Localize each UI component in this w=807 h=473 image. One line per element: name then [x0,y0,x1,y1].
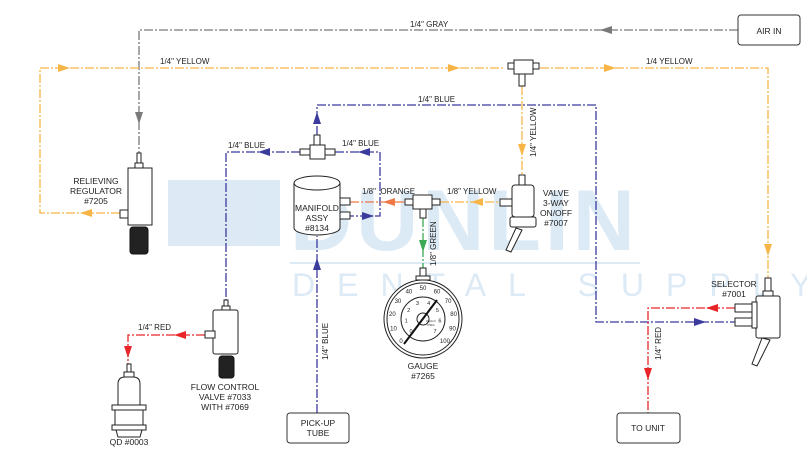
svg-text:DENTAL SUPPLY: DENTAL SUPPLY [292,267,807,303]
three-way-valve: VALVE 3-WAY ON/OFF #7007 [499,174,572,253]
svg-text:VALVE: VALVE [543,188,569,198]
gauge-tick-outer_scale: 40 [406,289,413,295]
svg-text:ASSY: ASSY [306,213,329,223]
svg-text:AIR IN: AIR IN [756,26,781,36]
svg-text:QD #0003: QD #0003 [110,437,149,447]
svg-text:VALVE #7033: VALVE #7033 [199,392,251,402]
pickup-tube-box: PICK-UP TUBE [286,412,350,444]
svg-text:WITH #7069: WITH #7069 [201,402,249,412]
svg-text:RELIEVING: RELIEVING [73,176,118,186]
yellow-small-line [440,198,500,206]
gauge-tick-outer_scale: 70 [445,299,452,305]
flow-control-valve: FLOW CONTROL VALVE #7033 WITH #7069 [191,299,260,412]
svg-text:TO UNIT: TO UNIT [631,423,665,433]
gauge-tick-outer_scale: 30 [395,299,402,305]
svg-text:REGULATOR: REGULATOR [70,186,122,196]
svg-text:TUBE: TUBE [307,428,330,438]
svg-text:PICK-UP: PICK-UP [301,418,336,428]
gauge-tick-inner_scale: 1 [405,319,408,325]
air-in-box: AIR IN [737,14,801,46]
gauge-tick-outer_scale: 90 [449,327,456,333]
gauge-tick-inner_scale: 2 [407,308,410,314]
gauge-tick-inner_scale: 6 [438,319,441,325]
svg-text:#8134: #8134 [305,223,329,233]
svg-text:#7205: #7205 [84,196,108,206]
svg-text:DUNLIN: DUNLIN [290,173,639,269]
tee-fitting-blue [299,134,336,160]
svg-text:Kg/cm²: Kg/cm² [426,319,436,323]
gauge-tick-inner_scale: 7 [433,329,436,335]
blue-lines [225,104,735,413]
svg-text:#7001: #7001 [722,289,746,299]
manifold-assembly: MANIFOLD ASSY #8134 [293,175,351,236]
gauge-tick-inner_scale: 4 [427,301,430,307]
selector-valve: SELECTOR #7001 [711,277,781,367]
label-red-right: 1/4" RED [654,327,663,360]
gauge-tick-outer_scale: 50 [420,286,427,292]
label-gray: 1/4" GRAY [410,20,449,29]
yellow-main-line [39,64,772,278]
svg-text:GAUGE: GAUGE [408,361,439,371]
label-blue-top: 1/4" BLUE [418,95,455,104]
quick-disconnect: QD #0003 [110,363,149,447]
gauge-tick-inner_scale: 0 [409,329,412,335]
gauge-tick-inner_scale: 5 [436,308,439,314]
svg-text:#7265: #7265 [411,371,435,381]
svg-text:PSIG: PSIG [427,323,435,327]
gauge-needle [403,299,438,345]
tee-fitting-yellow [507,59,540,87]
label-yellow-small: 1/8" YELLOW [447,187,497,196]
relieving-regulator: RELIEVING REGULATOR #7205 [70,152,153,255]
svg-text:FLOW CONTROL: FLOW CONTROL [191,382,260,392]
gauge-tick-outer_scale: 20 [389,312,396,318]
svg-text:ON/OFF: ON/OFF [540,208,572,218]
label-green: 1/8" GREEN [429,221,438,266]
gauge-tick-outer_scale: 0 [399,339,403,345]
label-orange: 1/8" ORANGE [362,187,415,196]
green-line [419,218,427,270]
label-yellow-left: 1/4" YELLOW [160,57,210,66]
gauge-tick-inner_scale: 3 [416,301,419,307]
gauge-tick-outer_scale: 100 [440,339,451,345]
gauge-tick-outer_scale: 10 [390,327,397,333]
label-yellow-down: 1/4" YELLOW [529,107,538,157]
label-yellow-right: 1/4 YELLOW [646,57,693,66]
svg-text:3-WAY: 3-WAY [543,198,569,208]
gauge-tick-outer_scale: 80 [450,312,457,318]
label-red-left: 1/4" RED [138,323,171,332]
watermark-logo: DUNLIN DENTAL SUPPLY [168,173,807,303]
svg-text:MANIFOLD: MANIFOLD [295,203,339,213]
label-blue-pickup: 1/4" BLUE [321,323,330,360]
to-unit-box: TO UNIT [616,412,681,444]
red-lines [124,304,735,413]
gray-air-line [135,26,738,160]
tee-fitting-gauge [404,194,441,219]
label-blue-right: 1/4" BLUE [342,139,379,148]
gauge-tick-outer_scale: 60 [434,289,441,295]
orange-line [350,198,405,206]
label-blue-left: 1/4" BLUE [228,141,265,150]
svg-text:#7007: #7007 [544,218,568,228]
svg-text:SELECTOR: SELECTOR [711,279,757,289]
